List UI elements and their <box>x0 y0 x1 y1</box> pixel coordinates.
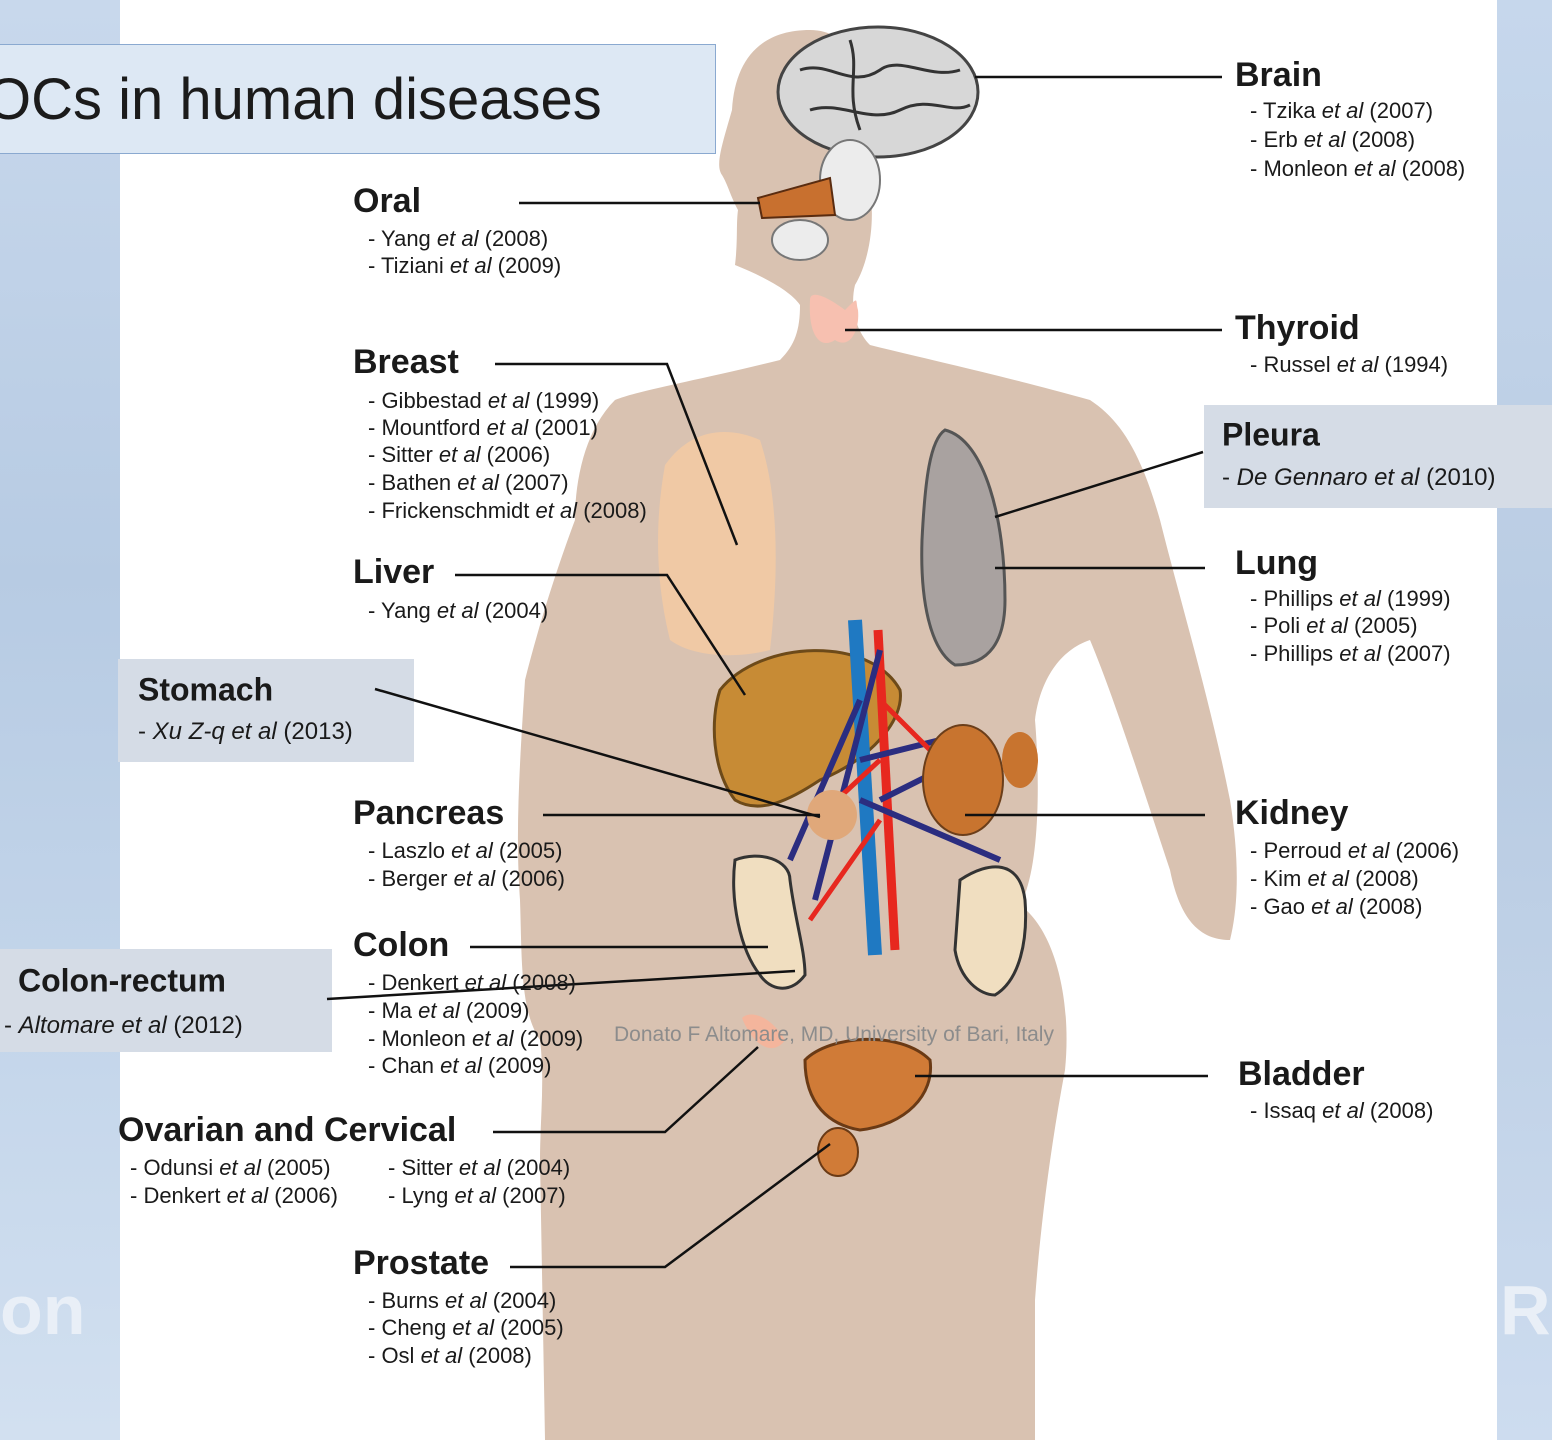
reference-kidney-3: - Gao et al (2008) <box>1250 894 1422 919</box>
organ-label-lung: Lung <box>1235 544 1318 582</box>
breast-organ <box>658 432 776 655</box>
reference-colon-3: - Monleon et al (2009) <box>368 1026 583 1051</box>
reference-breast-2: - Mountford et al (2001) <box>368 415 598 440</box>
reference-breast-5: - Frickenschmidt et al (2008) <box>368 498 647 523</box>
reference-kidney-2: - Kim et al (2008) <box>1250 866 1419 891</box>
reference-prostate-2: - Cheng et al (2005) <box>368 1315 564 1340</box>
reference-brain-2: - Erb et al (2008) <box>1250 127 1415 152</box>
reference-pancreas-1: - Laszlo et al (2005) <box>368 838 562 863</box>
reference-lung-3: - Phillips et al (2007) <box>1250 641 1451 666</box>
page-title: OCs in human diseases <box>0 66 602 133</box>
reference-lung-1: - Phillips et al (1999) <box>1250 586 1451 611</box>
reference-breast-1: - Gibbestad et al (1999) <box>368 388 599 413</box>
brain-organ <box>778 27 978 157</box>
reference-ovarian-and-cervical-4: - Lyng et al (2007) <box>388 1183 566 1208</box>
reference-oral-2: - Tiziani et al (2009) <box>368 253 561 278</box>
reference-brain-1: - Tzika et al (2007) <box>1250 98 1433 123</box>
reference-stomach-1: - Xu Z-q et al (2013) <box>138 718 353 745</box>
organ-label-pancreas: Pancreas <box>353 794 504 832</box>
organ-label-colon: Colon <box>353 926 449 964</box>
reference-pleura-1: - De Gennaro et al (2010) <box>1222 464 1496 491</box>
reference-colon-1: - Denkert et al (2008) <box>368 970 576 995</box>
reference-thyroid-1: - Russel et al (1994) <box>1250 352 1448 377</box>
reference-breast-4: - Bathen et al (2007) <box>368 470 569 495</box>
organ-label-thyroid: Thyroid <box>1235 309 1360 347</box>
organ-label-ovarian-and-cervical: Ovarian and Cervical <box>118 1111 456 1149</box>
reference-bladder-1: - Issaq et al (2008) <box>1250 1098 1433 1123</box>
reference-colon-2: - Ma et al (2009) <box>368 998 529 1023</box>
reference-kidney-1: - Perroud et al (2006) <box>1250 838 1459 863</box>
reference-ovarian-and-cervical-2: - Denkert et al (2006) <box>130 1183 338 1208</box>
reference-lung-2: - Poli et al (2005) <box>1250 613 1418 638</box>
reference-colon-rectum-1: - Altomare et al (2012) <box>4 1012 243 1039</box>
footer-credit: Donato F Altomare, MD, University of Bar… <box>614 1023 1054 1047</box>
organ-label-colon-rectum: Colon-rectum <box>18 962 226 998</box>
prostate-organ <box>818 1128 858 1176</box>
reference-liver-1: - Yang et al (2004) <box>368 598 548 623</box>
organ-label-kidney: Kidney <box>1235 794 1348 832</box>
organ-label-liver: Liver <box>353 553 434 591</box>
kidney-organ-right <box>923 725 1003 835</box>
organ-label-bladder: Bladder <box>1238 1055 1365 1093</box>
organ-label-brain: Brain <box>1235 56 1322 94</box>
reference-breast-3: - Sitter et al (2006) <box>368 442 550 467</box>
reference-brain-3: - Monleon et al (2008) <box>1250 156 1465 181</box>
organ-label-pleura: Pleura <box>1222 416 1320 452</box>
reference-colon-4: - Chan et al (2009) <box>368 1053 551 1078</box>
reference-ovarian-and-cervical-1: - Odunsi et al (2005) <box>130 1155 331 1180</box>
reference-prostate-3: - Osl et al (2008) <box>368 1343 532 1368</box>
organ-label-stomach: Stomach <box>138 671 273 707</box>
reference-prostate-1: - Burns et al (2004) <box>368 1288 556 1313</box>
reference-pancreas-2: - Berger et al (2006) <box>368 866 565 891</box>
reference-ovarian-and-cervical-3: - Sitter et al (2004) <box>388 1155 570 1180</box>
organ-label-oral: Oral <box>353 182 421 220</box>
organ-label-prostate: Prostate <box>353 1244 489 1282</box>
reference-oral-1: - Yang et al (2008) <box>368 226 548 251</box>
organ-label-breast: Breast <box>353 343 459 381</box>
